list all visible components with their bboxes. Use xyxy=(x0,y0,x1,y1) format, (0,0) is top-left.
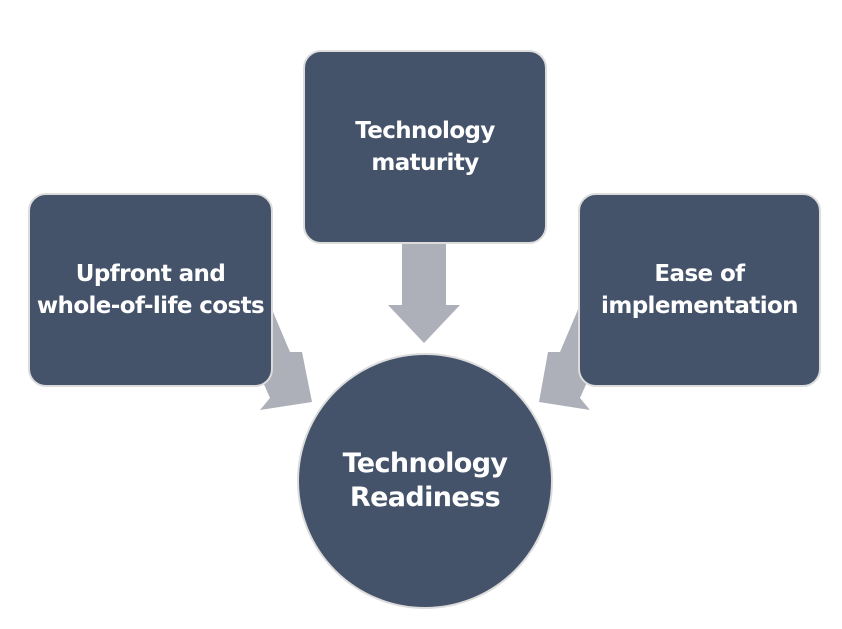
node-label: Technology maturity xyxy=(355,118,495,176)
node-ease-of-implementation: Ease of implementation xyxy=(578,193,821,387)
node-label: Ease of implementation xyxy=(601,261,799,319)
node-label: Upfront and whole-of-life costs xyxy=(36,261,265,319)
arrow-down-icon xyxy=(388,242,460,343)
center-label: Technology Readiness xyxy=(342,448,508,513)
node-technology-readiness: Technology Readiness xyxy=(297,353,553,609)
node-technology-maturity: Technology maturity xyxy=(303,50,547,244)
node-upfront-costs: Upfront and whole-of-life costs xyxy=(28,193,273,387)
